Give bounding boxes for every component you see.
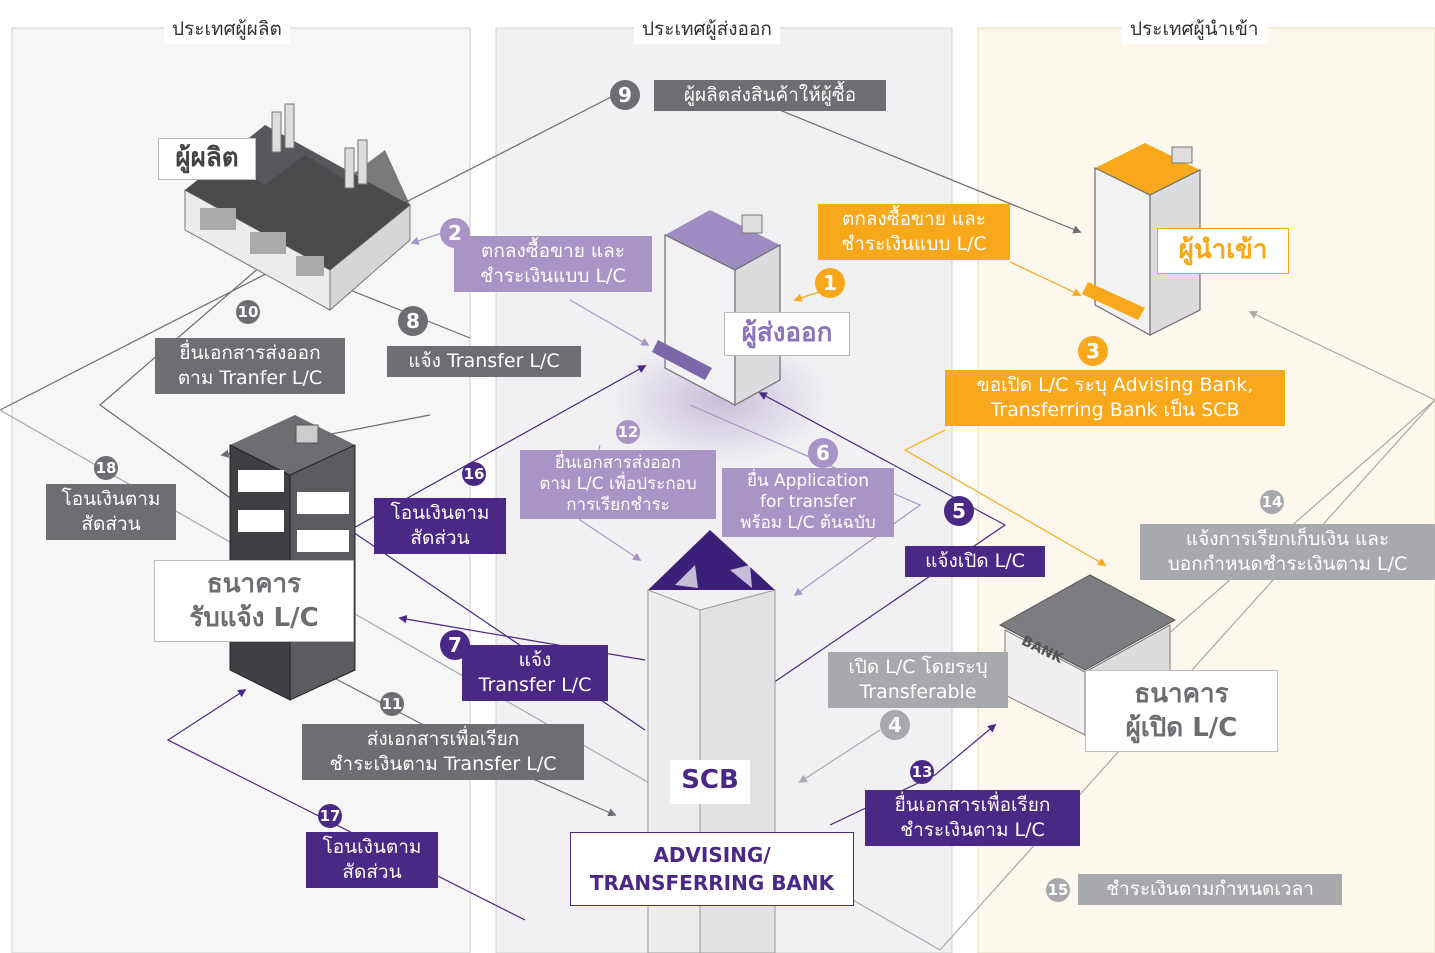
step-9-badge: 9 (610, 80, 640, 110)
step-13-line-1: ยื่นเอกสารเพื่อเรียก (894, 794, 1051, 816)
advising-bank-label: ADVISING/ TRANSFERRING BANK (570, 832, 854, 906)
step-6-badge: 6 (808, 438, 838, 468)
step-16-line-1: โอนเงินตาม (390, 502, 490, 524)
step-18-badge: 18 (94, 456, 118, 480)
step-10-line-1: ยื่นเอกสารส่งออก (179, 342, 321, 364)
step-12-line-3: การเรียกชำระ (566, 495, 670, 515)
step-10-badge: 10 (236, 300, 260, 324)
step-17-line-1: โอนเงินตาม (322, 836, 422, 858)
step-3-badge: 3 (1078, 336, 1108, 366)
step-17-badge: 17 (318, 804, 342, 828)
step-13-line-2: ชำระเงินตาม L/C (900, 819, 1045, 841)
step-16-badge: 16 (462, 462, 486, 486)
notify-bank-label-line2: รับแจ้ง L/C (189, 603, 319, 633)
step-12-line-2: ตาม L/C เพื่อประกอบ (539, 474, 697, 494)
step-1-line-1: ตกลงซื้อขาย และ (842, 208, 986, 230)
issuing-bank-label-line2: ผู้เปิด L/C (1125, 713, 1238, 743)
step-7-line-1: แจ้ง (518, 649, 552, 671)
step-16-line-2: สัดส่วน (410, 527, 470, 549)
step-18-line-1: โอนเงินตาม (61, 488, 161, 510)
step-14-line-2: บอกกำหนดชำระเงินตาม L/C (1167, 553, 1408, 575)
step-10-label: ยื่นเอกสารส่งออก ตาม Tranfer L/C (155, 338, 345, 394)
step-14-badge: 14 (1260, 490, 1284, 514)
issuing-bank-label: ธนาคาร ผู้เปิด L/C (1085, 670, 1278, 752)
step-15-label: ชำระเงินตามกำหนดเวลา (1078, 874, 1342, 905)
step-4-line-1: เปิด L/C โดยระบุ (848, 656, 988, 678)
step-11-badge: 11 (380, 692, 404, 716)
step-2-label: ตกลงซื้อขาย และ ชำระเงินแบบ L/C (454, 236, 652, 292)
step-5-label: แจ้งเปิด L/C (905, 546, 1045, 577)
step-7-line-2: Transfer L/C (478, 674, 592, 696)
step-4-label: เปิด L/C โดยระบุ Transferable (828, 652, 1008, 708)
notify-bank-label: ธนาคาร รับแจ้ง L/C (154, 560, 354, 642)
region-title-importer: ประเทศผู้นำเข้า (1122, 14, 1267, 44)
scb-label: SCB (670, 760, 750, 804)
step-3-line-2: Transferring Bank เป็น SCB (990, 399, 1240, 421)
step-11-line-1: ส่งเอกสารเพื่อเรียก (366, 728, 520, 750)
step-13-badge: 13 (910, 760, 934, 784)
step-3-line-1: ขอเปิด L/C ระบุ Advising Bank, (976, 374, 1254, 396)
step-18-label: โอนเงินตาม สัดส่วน (46, 484, 176, 540)
issuing-bank-label-line1: ธนาคาร (1134, 679, 1229, 709)
step-14-label: แจ้งการเรียกเก็บเงิน และ บอกกำหนดชำระเงิ… (1140, 524, 1435, 580)
step-13-label: ยื่นเอกสารเพื่อเรียก ชำระเงินตาม L/C (865, 790, 1080, 846)
step-11-label: ส่งเอกสารเพื่อเรียก ชำระเงินตาม Transfer… (302, 724, 584, 780)
step-8-label: แจ้ง Transfer L/C (387, 346, 581, 377)
step-6-line-1: ยื่น Application (747, 471, 869, 491)
importer-label: ผู้นำเข้า (1157, 228, 1289, 274)
step-12-line-1: ยื่นเอกสารส่งออก (554, 453, 682, 473)
step-4-badge: 4 (880, 710, 910, 740)
step-17-line-2: สัดส่วน (342, 861, 402, 883)
step-6-label: ยื่น Application for transfer พร้อม L/C … (722, 468, 894, 537)
step-2-line-2: ชำระเงินแบบ L/C (480, 265, 626, 287)
notify-bank-label-line1: ธนาคาร (206, 569, 302, 599)
importer-building-illustration (1082, 143, 1201, 337)
step-9-label: ผู้ผลิตส่งสินค้าให้ผู้ซื้อ (654, 80, 886, 111)
advising-bank-label-line2: TRANSFERRING BANK (589, 871, 835, 895)
step-7-label: แจ้ง Transfer L/C (462, 645, 608, 701)
step-1-badge: 1 (815, 268, 845, 298)
step-11-line-2: ชำระเงินตาม Transfer L/C (329, 753, 557, 775)
step-6-line-2: for transfer (760, 492, 856, 512)
region-title-producer: ประเทศผู้ผลิต (164, 14, 290, 44)
step-5-badge: 5 (944, 496, 974, 526)
exporter-label: ผู้ส่งออก (724, 312, 850, 356)
step-8-badge: 8 (398, 306, 428, 336)
step-4-line-2: Transferable (859, 681, 977, 703)
step-3-label: ขอเปิด L/C ระบุ Advising Bank, Transferr… (945, 370, 1285, 426)
step-1-label: ตกลงซื้อขาย และ ชำระเงินแบบ L/C (818, 204, 1010, 260)
step-12-label: ยื่นเอกสารส่งออก ตาม L/C เพื่อประกอบ การ… (520, 450, 716, 519)
step-2-badge: 2 (440, 218, 470, 248)
step-14-line-1: แจ้งการเรียกเก็บเงิน และ (1185, 528, 1390, 550)
step-18-line-2: สัดส่วน (81, 513, 141, 535)
step-10-line-2: ตาม Tranfer L/C (177, 367, 323, 389)
advising-bank-label-line1: ADVISING/ (653, 843, 771, 867)
step-16-label: โอนเงินตาม สัดส่วน (374, 498, 506, 554)
region-title-exporter: ประเทศผู้ส่งออก (634, 14, 780, 44)
producer-label: ผู้ผลิต (158, 138, 256, 180)
notify-bank-building-illustration (229, 415, 356, 701)
step-2-line-1: ตกลงซื้อขาย และ (481, 240, 625, 262)
step-6-line-3: พร้อม L/C ต้นฉบับ (740, 513, 876, 533)
step-17-label: โอนเงินตาม สัดส่วน (306, 832, 438, 888)
step-1-line-2: ชำระเงินแบบ L/C (841, 233, 987, 255)
step-12-badge: 12 (616, 420, 640, 444)
step-15-badge: 15 (1046, 878, 1070, 902)
